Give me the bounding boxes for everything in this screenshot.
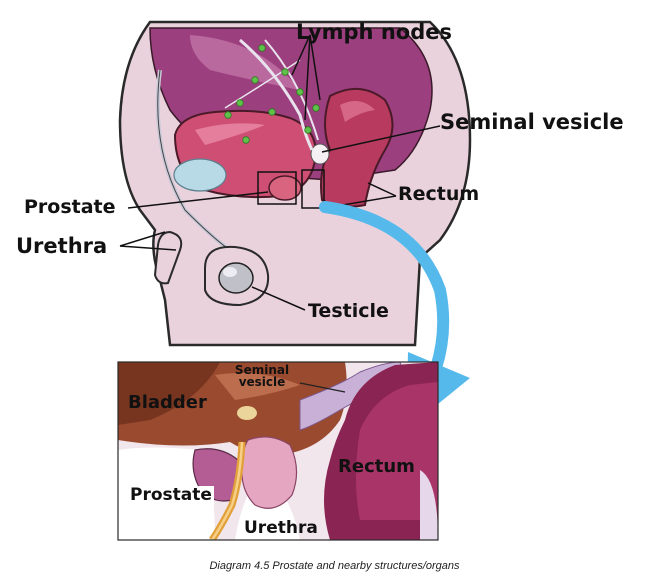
label-detail-rectum: Rectum [338, 456, 415, 477]
prostate-upper [268, 175, 302, 201]
leader-lymph-2 [309, 34, 321, 101]
prostate-detail-right [241, 436, 298, 509]
label-lymph-nodes: Lymph nodes [296, 20, 452, 44]
lymph-vessel-2 [264, 39, 319, 141]
callout-box-rectum [301, 169, 325, 209]
zoom-arrow-shaft [319, 201, 450, 374]
lymph-vessel-1 [239, 38, 314, 151]
leader-urethra-2 [119, 245, 177, 251]
detail-frame [117, 361, 439, 541]
leader-seminal [321, 125, 441, 153]
pubic-bone [173, 158, 227, 192]
rectum-detail-inner [356, 382, 438, 520]
leader-lymph-3 [304, 34, 311, 121]
label-detail-seminal-vesicle: Seminal vesicle [224, 364, 300, 388]
leader-prostate [127, 191, 269, 209]
leader-lines [119, 34, 441, 311]
label-detail-urethra: Urethra [244, 518, 318, 538]
label-detail-seminal-line1: Seminal [234, 363, 290, 377]
leader-testicle [251, 286, 306, 311]
lymph-node-dot [242, 136, 250, 144]
label-urethra: Urethra [16, 234, 108, 258]
testicle-shape [218, 262, 254, 294]
lymph-node-dot [251, 76, 259, 84]
label-rectum: Rectum [398, 183, 480, 205]
callout-box-prostate [257, 171, 297, 205]
detail-panel [117, 361, 439, 541]
seminal-vesicle-blob [310, 143, 330, 165]
right-tissue [420, 470, 438, 540]
bladder-detail-shade [118, 362, 220, 425]
abdominal-highlight [190, 35, 300, 90]
label-detail-bladder: Bladder [128, 392, 207, 413]
label-prostate: Prostate [24, 196, 116, 218]
leader-urethra-1 [119, 231, 166, 247]
urethra-detail-core [210, 441, 244, 540]
lymph-node-dot [268, 108, 276, 116]
upper-illustration [118, 20, 472, 347]
bladder-detail-highlight [215, 372, 300, 400]
lymph-node-dot [281, 68, 289, 76]
lymph-node-dot [304, 126, 312, 134]
lymph-node-dot [236, 99, 244, 107]
label-detail-seminal-line2: vesicle [238, 375, 286, 389]
figure-caption: Diagram 4.5 Prostate and nearby structur… [209, 560, 460, 572]
lymph-node-dot [224, 111, 232, 119]
label-testicle: Testicle [308, 300, 389, 322]
testicle-shine [223, 267, 237, 277]
leader-rectum-1 [367, 182, 397, 197]
penis [153, 230, 183, 285]
lymph-node-dots [224, 44, 320, 144]
leader-seminal-detail [299, 382, 346, 393]
lymph-node-dot [258, 44, 266, 52]
lymph-vessel-3 [224, 59, 301, 109]
label-seminal-vesicle: Seminal vesicle [440, 110, 624, 134]
lymph-node-dot [312, 104, 320, 112]
bladder-shine [195, 123, 265, 145]
lymph-node-dot [296, 88, 304, 96]
bladder-opening [237, 406, 257, 420]
label-detail-prostate: Prostate [128, 485, 214, 505]
rectum-shine [340, 101, 375, 122]
leader-lymph-1 [291, 34, 311, 76]
